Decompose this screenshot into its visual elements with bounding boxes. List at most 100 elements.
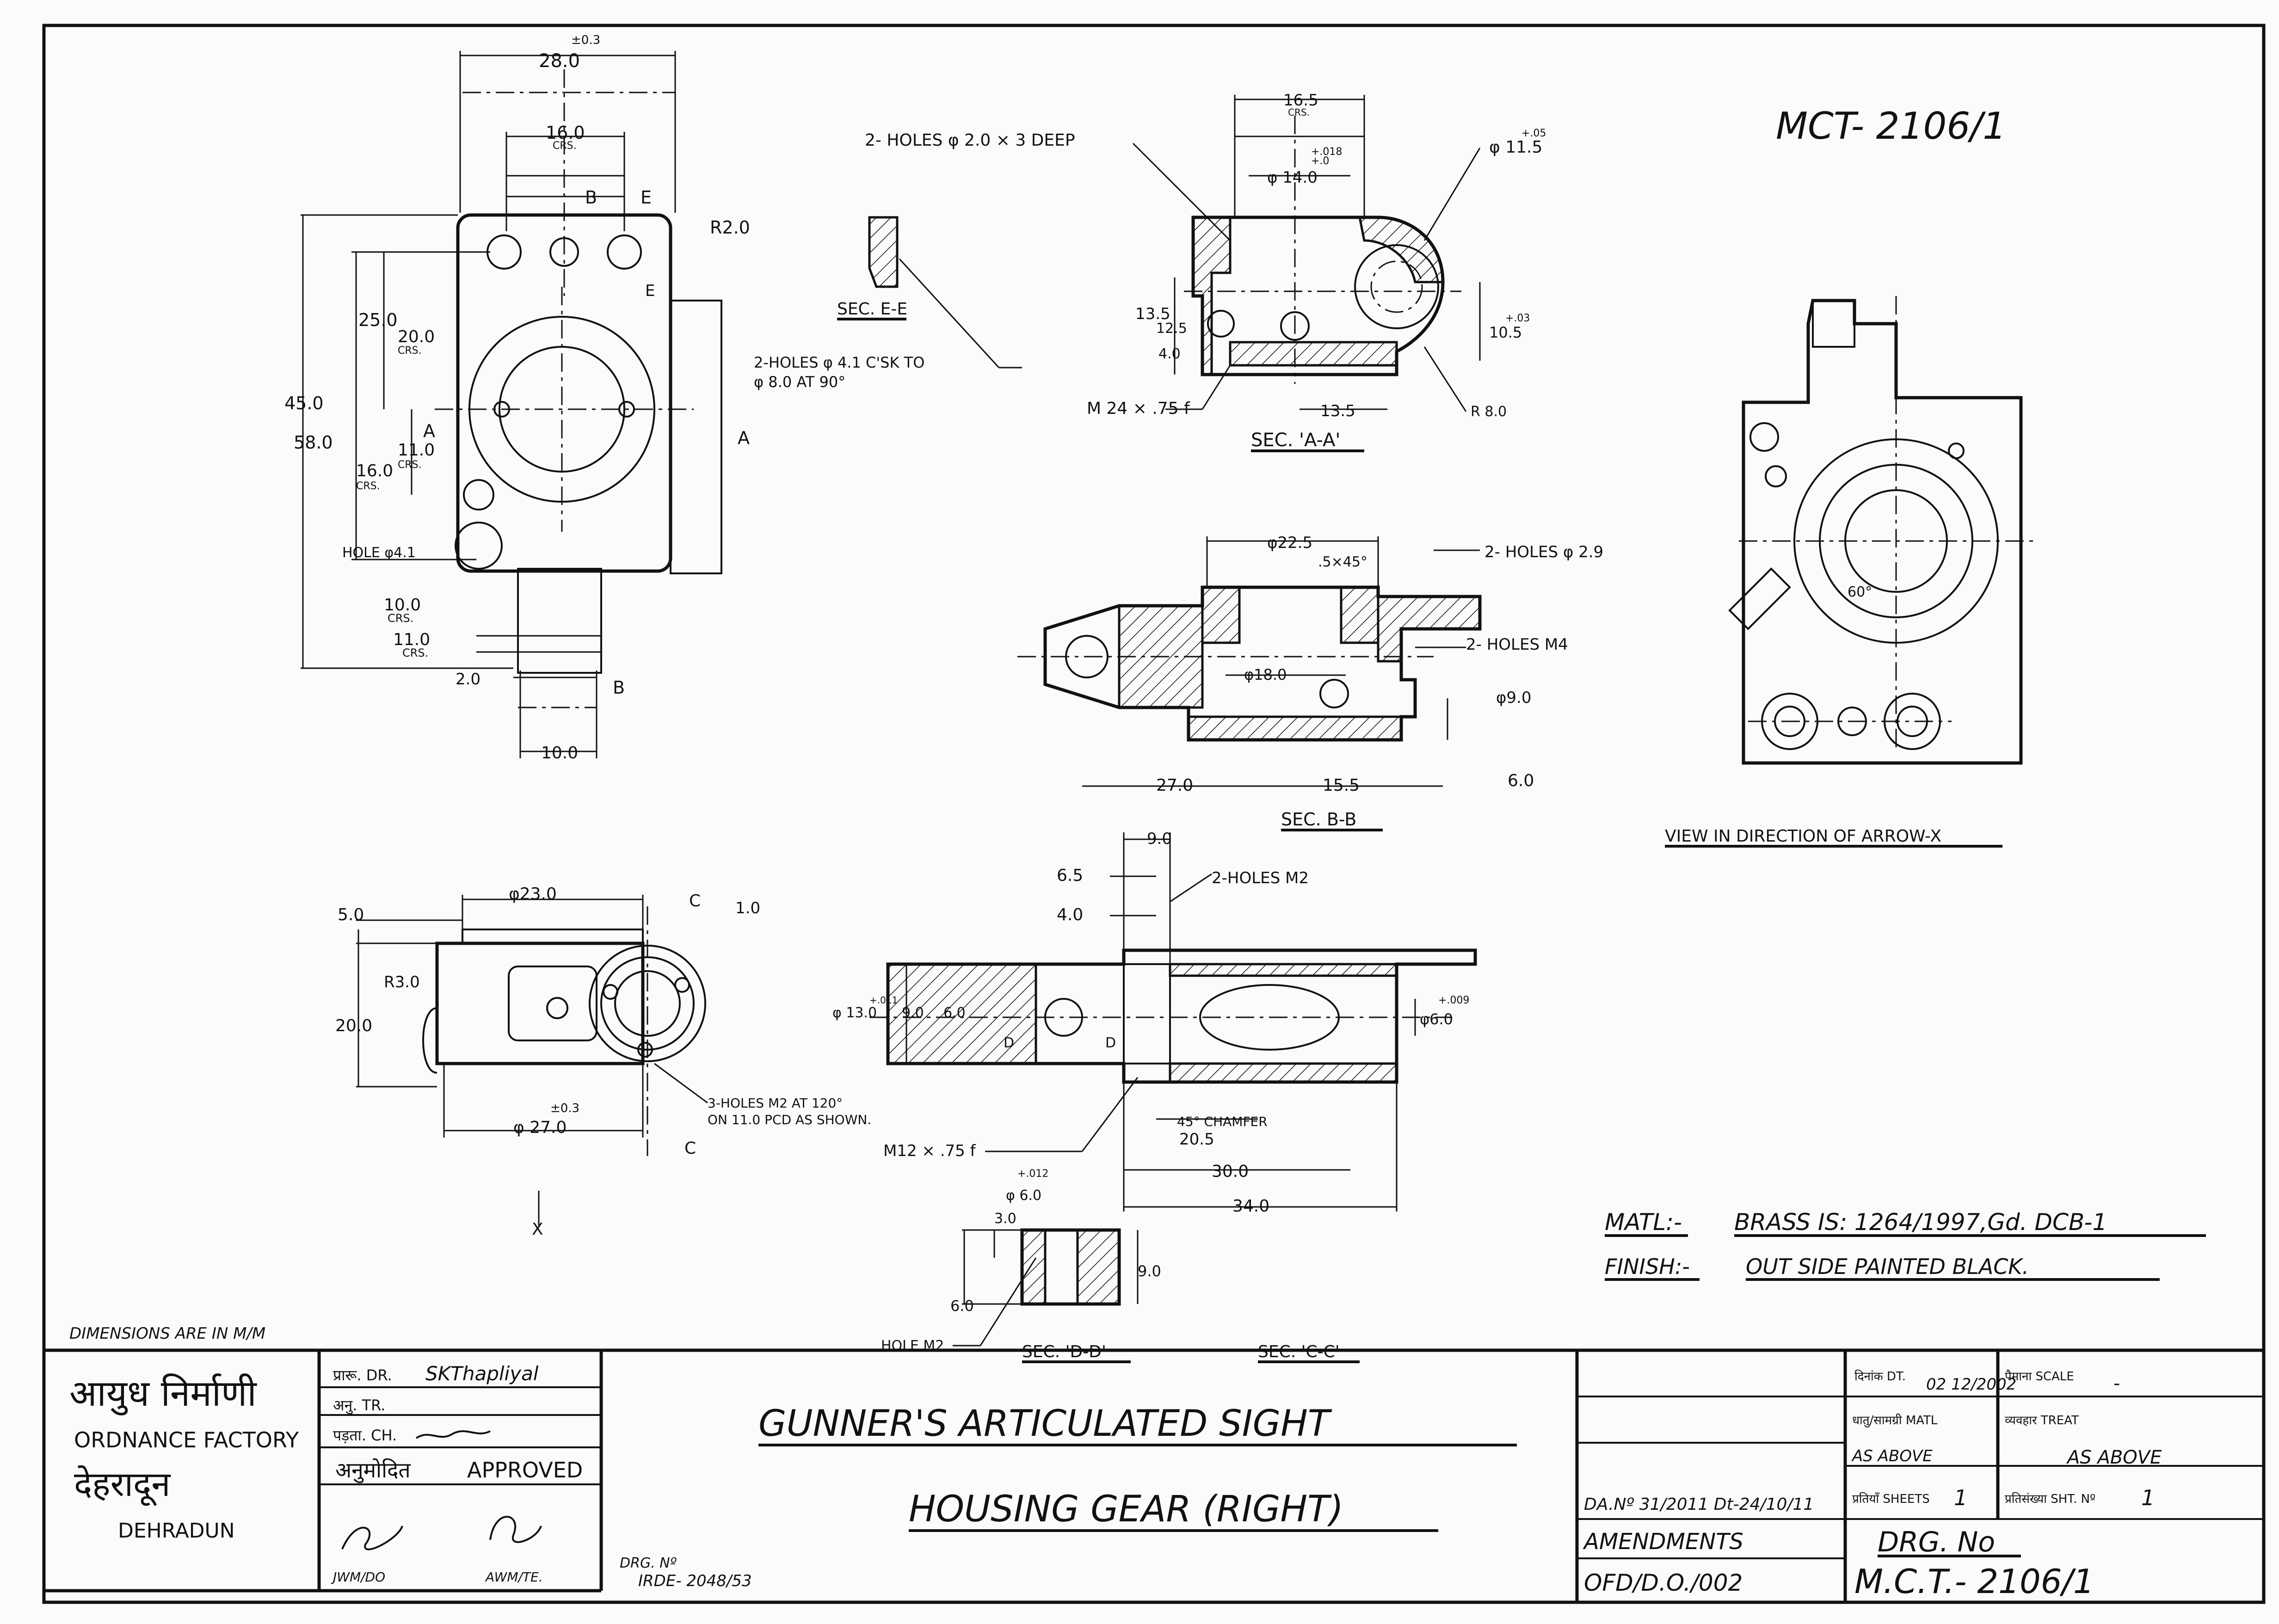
- csk-holes-note: 2-HOLES φ 4.1 C'SK TO φ 8.0 AT 90°: [754, 354, 930, 391]
- sec-e-e-label: SEC. E-E: [837, 300, 907, 319]
- matl-value: BRASS IS: 1264/1997,Gd. DCB-1: [1734, 1209, 2107, 1236]
- arrow-x-label: X: [532, 1220, 543, 1239]
- dim-10-5-tol: +.03: [1505, 313, 1530, 324]
- dim-13-5b: 13.5: [1320, 402, 1355, 420]
- dim-15-5: 15.5: [1323, 776, 1360, 795]
- matl-label: MATL:-: [1605, 1209, 1682, 1236]
- section-arrow-a-right: A: [738, 428, 750, 448]
- holes-m2-note: 3-HOLES M2 AT 120° ON 11.0 PCD AS SHOWN.: [708, 1095, 871, 1127]
- dim-r2: R2.0: [710, 217, 750, 238]
- matl-block-value: AS ABOVE: [1851, 1447, 1933, 1465]
- title-line-1: GUNNER'S ARTICULATED SIGHT: [758, 1403, 1332, 1445]
- dim-9: 9.0: [1147, 830, 1172, 848]
- section-arrow-d-left: D: [1004, 1035, 1014, 1051]
- sheet-number-label: प्रतिसंख्या SHT. Nº: [2005, 1492, 2095, 1506]
- date-value: 02 12/2002: [1926, 1375, 2016, 1394]
- label-b: B: [585, 187, 597, 208]
- section-arrow-c-top: C: [689, 892, 701, 910]
- phi-14-tol-a: +.018: [1311, 146, 1342, 158]
- approved-hindi: अनुमोदित: [335, 1458, 411, 1483]
- checked-by-label: पड़ता. CH.: [333, 1427, 397, 1444]
- section-arrow-c-bottom: C: [684, 1139, 696, 1158]
- da-number: DA.Nº 31/2011 Dt-24/10/11: [1584, 1495, 1814, 1514]
- drg-number-label: DRG. No: [1878, 1526, 1995, 1558]
- drawing-ref: MCT- 2106/1: [1776, 105, 2006, 148]
- chamfer-05: .5×45°: [1318, 554, 1367, 570]
- dim-28-tol: ±0.3: [571, 33, 600, 47]
- dim-6: 6.0: [1508, 771, 1534, 790]
- phi-11-5: φ 11.5: [1489, 138, 1542, 157]
- holes-m2-b: 2-HOLES M2: [1212, 869, 1309, 887]
- dim-6-5: 6.5: [1057, 866, 1083, 885]
- hole-41: HOLE φ4.1: [342, 545, 416, 561]
- section-d-d: [953, 1228, 1139, 1347]
- phi-14: φ 14.0: [1267, 168, 1318, 187]
- dim-27: 27.0: [1156, 776, 1193, 795]
- dimensions-note: DIMENSIONS ARE IN M/M: [69, 1324, 265, 1343]
- angle-60: 60°: [1848, 584, 1872, 600]
- dim-9-0: 9.0: [902, 1005, 924, 1021]
- dim-16-5: 16.5: [1283, 91, 1318, 110]
- dim-6-0: 6.0: [943, 1005, 966, 1021]
- csk-holes-note-line1: 2-HOLES φ 4.1 C'SK TO: [754, 354, 924, 371]
- title-block: [44, 1348, 2264, 1602]
- awm-label: AWM/TE.: [485, 1569, 543, 1585]
- title-line-2: HOUSING GEAR (RIGHT): [909, 1489, 1343, 1530]
- finish-value: OUT SIDE PAINTED BLACK.: [1746, 1254, 2029, 1279]
- dim-10-crs: 10.0: [384, 596, 421, 615]
- drawn-by-label: प्रारू. DR.: [333, 1366, 392, 1384]
- dim-28: 28.0: [539, 50, 580, 72]
- dim-30: 30.0: [1212, 1162, 1249, 1181]
- dim-20-crs: CRS.: [398, 345, 422, 357]
- section-b-b: [1017, 536, 1482, 787]
- label-e: E: [641, 187, 652, 208]
- view-x-label: VIEW IN DIRECTION OF ARROW-X: [1665, 827, 1941, 846]
- ofd-number: OFD/D.O./002: [1584, 1569, 1743, 1596]
- treat-value: AS ABOVE: [2066, 1447, 2162, 1468]
- section-a-a: [1132, 95, 1481, 412]
- date-label: दिनांक DT.: [1854, 1369, 1906, 1384]
- phi-6c: φ6.0: [1420, 1010, 1453, 1028]
- phi-13: φ 13.0: [832, 1005, 877, 1021]
- dim-34: 34.0: [1232, 1197, 1269, 1216]
- treat-label: व्यवहार TREAT: [2005, 1414, 2079, 1427]
- section-arrow-a-left: A: [423, 421, 435, 441]
- checked-signature: [415, 1430, 491, 1439]
- label-b2: B: [613, 677, 625, 698]
- dim-10-crs-label: CRS.: [388, 612, 413, 625]
- view-arrow-x: [1728, 296, 2035, 765]
- approved-english: APPROVED: [467, 1458, 583, 1483]
- dim-11: 11.0: [398, 441, 435, 460]
- amendments-label: AMENDMENTS: [1583, 1529, 1743, 1555]
- dim-10: 10.0: [541, 744, 578, 763]
- dim-4: 4.0: [1158, 346, 1181, 362]
- traced-by-label: अनु. TR.: [333, 1396, 385, 1415]
- dim-10-5: 10.5: [1489, 324, 1522, 341]
- bottom-view: [356, 895, 708, 1225]
- dim-13-5: 13.5: [1135, 305, 1170, 323]
- dim-9d: 9.0: [1138, 1262, 1161, 1280]
- dim-16: 16.0: [546, 123, 585, 143]
- org-name-english: ORDNANCE FACTORY: [74, 1427, 299, 1452]
- top-view: [301, 51, 722, 758]
- holes-m2-note-line2: ON 11.0 PCD AS SHOWN.: [708, 1112, 871, 1127]
- matl-block-label: धातु/सामग्री MATL: [1852, 1413, 1938, 1427]
- dim-16b: 16.0: [356, 461, 393, 480]
- csk-holes-note-line2: φ 8.0 AT 90°: [754, 373, 845, 391]
- radius-8: R 8.0: [1471, 404, 1507, 420]
- drawn-by-signature: SKThapliyal: [425, 1362, 539, 1385]
- radius-3: R3.0: [384, 973, 420, 991]
- dim-20b: 20.0: [335, 1016, 372, 1035]
- dim-20: 20.0: [398, 327, 435, 346]
- dim-11-crs: CRS.: [398, 459, 422, 471]
- dim-11-crs2-label: CRS.: [402, 646, 428, 659]
- phi-6c-tol: +.009: [1438, 995, 1469, 1006]
- phi-27-tol: ±0.3: [550, 1101, 579, 1115]
- sheet-number-value: 1: [2141, 1485, 2155, 1510]
- dim-12-5: 12.5: [1156, 320, 1187, 337]
- sec-b-b-label: SEC. B-B: [1281, 809, 1356, 830]
- awm-signature: [489, 1516, 542, 1543]
- thread-m12: M12 × .75 f: [883, 1142, 976, 1160]
- sheet-border: [42, 24, 2266, 1604]
- dim-5: 5.0: [338, 905, 364, 924]
